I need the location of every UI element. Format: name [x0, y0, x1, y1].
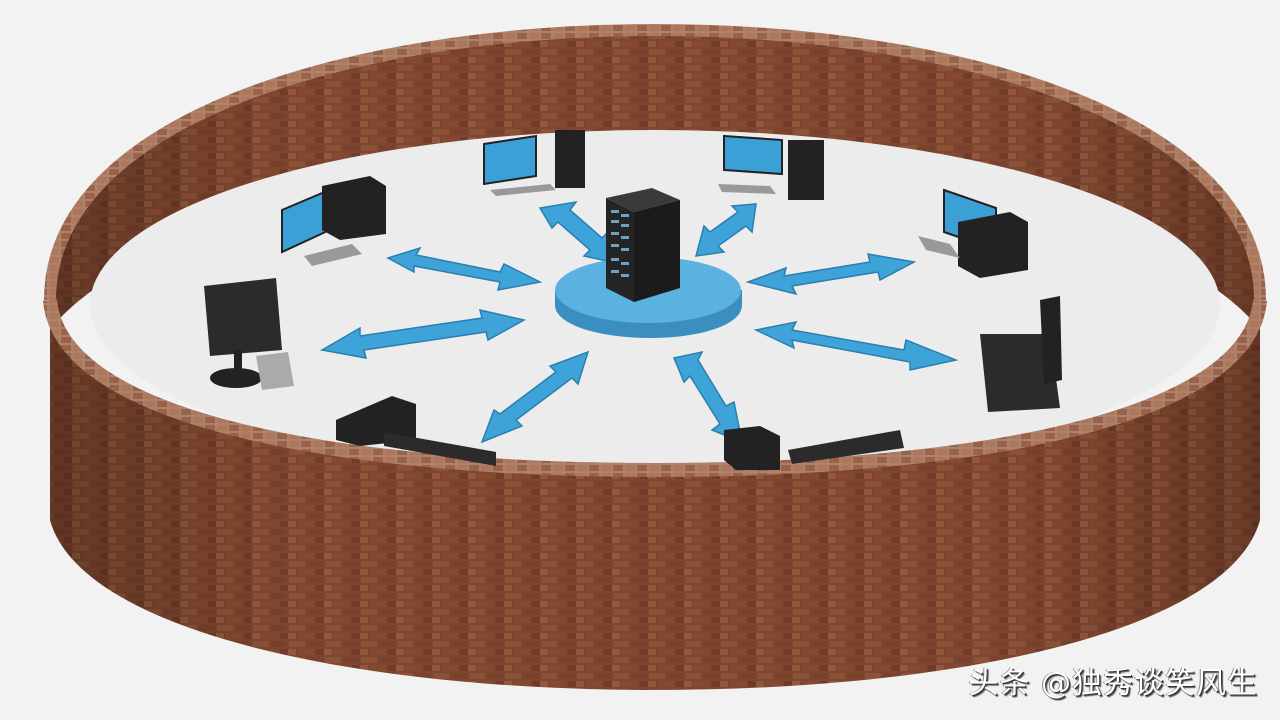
arrows: [319, 200, 959, 444]
computer-icon: [281, 176, 386, 266]
computer-icon: [718, 134, 824, 200]
arrow-icon: [480, 350, 590, 444]
computer-icon: [980, 296, 1062, 412]
watermark: 头条 @独秀谈笑风生: [968, 666, 1258, 701]
server-rack-icon: [606, 188, 680, 302]
arrow-icon: [753, 320, 959, 371]
arrow-icon: [745, 253, 917, 296]
arrow-icon: [386, 246, 543, 291]
computer-icon: [336, 396, 496, 466]
computer-icon: [204, 278, 294, 390]
computer-icon: [483, 130, 585, 196]
brick-wall-back: [50, 30, 1260, 330]
arrow-icon: [319, 308, 527, 359]
brick-wall-front: [43, 299, 1267, 690]
arrow-icon: [694, 203, 757, 257]
computer-icon: [918, 188, 1028, 278]
server-platform: [555, 257, 742, 338]
wall-rim: [44, 23, 1266, 301]
computer-icon: [724, 426, 904, 470]
computers: [204, 130, 1062, 470]
